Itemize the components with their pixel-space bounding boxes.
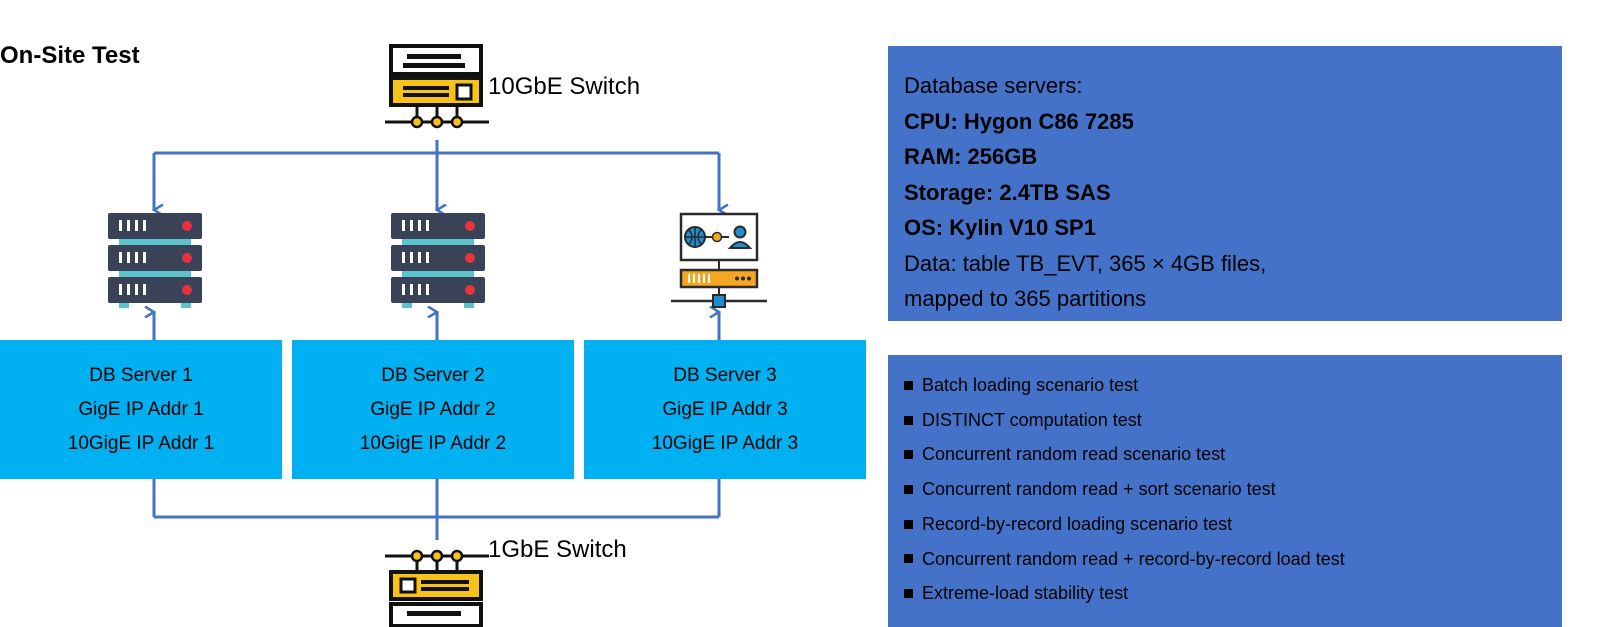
test-list: Batch loading scenario test DISTINCT com…	[904, 368, 1546, 611]
test-label: Concurrent random read scenario test	[922, 444, 1226, 465]
switch-10gbe-label: 10GbE Switch	[488, 73, 641, 100]
specs-storage: Storage: 2.4TB SAS	[904, 179, 1111, 205]
test-label: Record-by-record loading scenario test	[922, 513, 1233, 534]
server-10gige-ip: 10GigE IP Addr 2	[359, 432, 507, 454]
server-gige-ip: GigE IP Addr 3	[662, 398, 788, 420]
bullet-icon	[904, 554, 913, 564]
specs-cpu: CPU: Hygon C86 7285	[904, 108, 1134, 134]
test-label: Concurrent random read + record-by-recor…	[922, 548, 1345, 569]
list-item: Concurrent random read scenario test	[904, 437, 1546, 472]
database-specs-panel: Database servers: CPU: Hygon C86 7285 RA…	[888, 46, 1562, 321]
list-item: Record-by-record loading scenario test	[904, 507, 1546, 542]
specs-ram: RAM: 256GB	[904, 144, 1038, 169]
list-item: DISTINCT computation test	[904, 403, 1546, 438]
list-item: Concurrent random read + record-by-recor…	[904, 542, 1546, 577]
specs-os: OS: Kylin V10 SP1	[904, 215, 1096, 240]
test-label: Batch loading scenario test	[922, 375, 1139, 395]
switch-1gbe-label: 1GbE Switch	[488, 536, 627, 563]
server-box-2: DB Server 2 GigE IP Addr 2 10GigE IP Add…	[292, 340, 574, 479]
specs-heading: Database servers:	[904, 73, 1083, 98]
network-switch-icon	[385, 549, 489, 627]
web-server-icon	[671, 212, 767, 308]
specs-data-line-1: Data: table TB_EVT, 365 × 4GB files,	[904, 250, 1267, 276]
server-10gige-ip: 10GigE IP Addr 3	[651, 432, 799, 454]
bullet-icon	[904, 415, 913, 425]
server-rack-icon	[391, 213, 485, 308]
server-rack-icon	[108, 213, 202, 308]
bullet-icon	[904, 484, 913, 494]
page-title: On-Site Test	[0, 42, 140, 69]
server-box-3: DB Server 3 GigE IP Addr 3 10GigE IP Add…	[584, 340, 866, 479]
test-label: DISTINCT computation test	[922, 409, 1142, 430]
list-item: Extreme-load stability test	[904, 576, 1546, 611]
test-label: Extreme-load stability test	[922, 583, 1129, 604]
test-scenarios-panel: Batch loading scenario test DISTINCT com…	[888, 355, 1562, 627]
network-switch-icon	[385, 44, 489, 129]
bullet-icon	[904, 380, 913, 390]
bullet-icon	[904, 519, 913, 529]
server-box-1: DB Server 1 GigE IP Addr 1 10GigE IP Add…	[0, 340, 282, 479]
server-gige-ip: GigE IP Addr 1	[78, 398, 204, 420]
list-item: Concurrent random read + sort scenario t…	[904, 472, 1546, 507]
server-name: DB Server 2	[381, 364, 485, 386]
specs-data-line-2: mapped to 365 partitions	[904, 286, 1147, 311]
test-label: Concurrent random read + sort scenario t…	[922, 479, 1276, 500]
server-name: DB Server 1	[89, 364, 193, 386]
server-10gige-ip: 10GigE IP Addr 1	[67, 432, 215, 454]
bullet-icon	[904, 450, 913, 460]
server-gige-ip: GigE IP Addr 2	[370, 398, 496, 420]
bullet-icon	[904, 589, 913, 599]
list-item: Batch loading scenario test	[904, 368, 1546, 403]
server-name: DB Server 3	[673, 364, 777, 386]
